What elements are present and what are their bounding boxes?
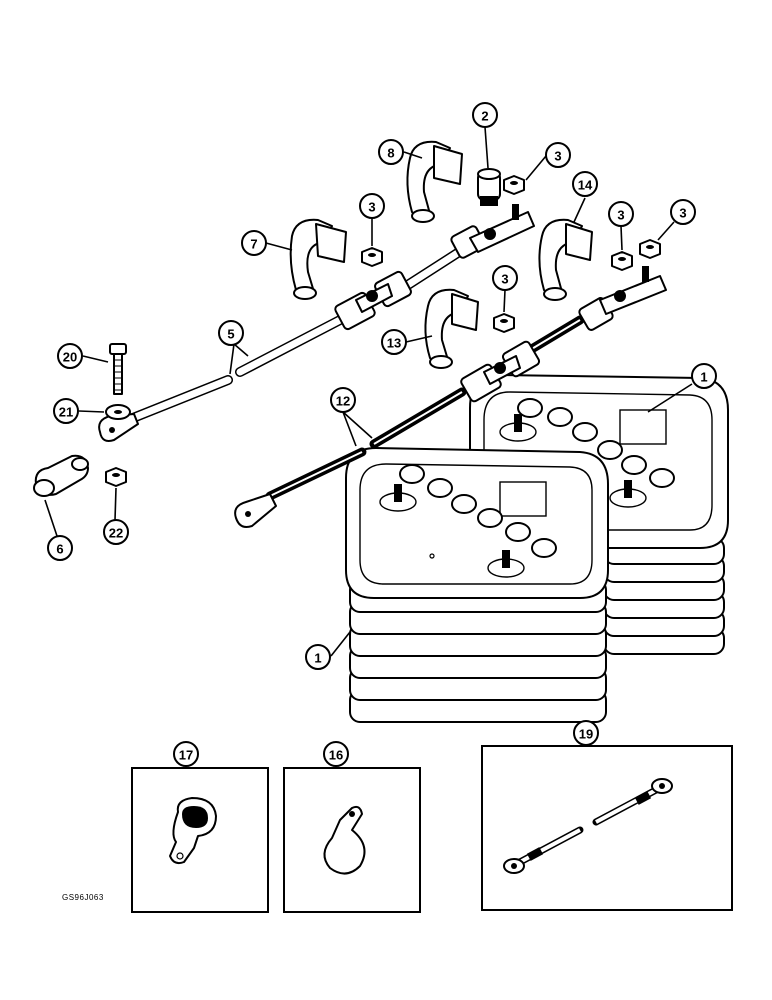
terminal-cap-6 [33, 454, 89, 497]
callout-3c: 3 [608, 201, 634, 227]
cable-12 [234, 266, 667, 528]
nut-22 [105, 467, 127, 487]
callout-12: 12 [330, 387, 356, 413]
callout-20: 20 [57, 343, 83, 369]
document-code: GS96J063 [62, 893, 104, 902]
callout-1-front: 1 [305, 644, 331, 670]
callout-label: 14 [578, 178, 593, 193]
callout-14: 14 [572, 171, 598, 197]
inset-19 [481, 745, 733, 911]
callout-3e: 3 [492, 265, 518, 291]
terminal-boot-2 [477, 168, 501, 206]
terminal-cover-8 [406, 140, 463, 223]
callout-6: 6 [47, 535, 73, 561]
terminal-cover-14 [538, 218, 593, 301]
bolt-20 [109, 343, 127, 395]
callout-19: 19 [573, 720, 599, 746]
callout-label: 12 [336, 394, 350, 409]
nut-3e [493, 313, 515, 333]
callout-label: 8 [387, 146, 394, 161]
cable-5 [98, 204, 535, 442]
callout-22: 22 [103, 519, 129, 545]
callout-label: 6 [56, 542, 63, 557]
nut-3b [503, 175, 525, 195]
callout-label: 16 [329, 748, 343, 763]
callout-label: 3 [679, 206, 686, 221]
callout-label: 2 [481, 109, 488, 124]
callout-13: 13 [381, 329, 407, 355]
callout-3a: 3 [359, 193, 385, 219]
inset-16 [283, 767, 421, 913]
callout-label: 21 [59, 405, 73, 420]
terminal-cover-7 [289, 218, 347, 300]
callout-label: 17 [179, 748, 193, 763]
callout-label: 1 [700, 370, 707, 385]
callout-label: 22 [109, 526, 123, 541]
callout-label: 1 [314, 651, 321, 666]
callout-3d: 3 [670, 199, 696, 225]
callout-label: 3 [554, 149, 561, 164]
terminal-cover-13 [424, 288, 479, 369]
inset-17 [131, 767, 269, 913]
nut-3a [361, 247, 383, 267]
callout-1-rear: 1 [691, 363, 717, 389]
callout-3b: 3 [545, 142, 571, 168]
washer-21 [105, 404, 131, 420]
callout-label: 5 [227, 327, 234, 342]
callout-label: 19 [579, 727, 593, 742]
callout-2: 2 [472, 102, 498, 128]
nut-3c [611, 251, 633, 271]
callout-21: 21 [53, 398, 79, 424]
battery-front [345, 447, 609, 723]
callout-17: 17 [173, 741, 199, 767]
callout-5: 5 [218, 320, 244, 346]
callout-label: 3 [368, 200, 375, 215]
callout-8: 8 [378, 139, 404, 165]
nut-3d [639, 239, 661, 259]
callout-7: 7 [241, 230, 267, 256]
callout-label: 13 [387, 336, 401, 351]
leader-lines [44, 126, 693, 769]
callout-label: 3 [617, 208, 624, 223]
callout-label: 7 [250, 237, 257, 252]
callout-label: 20 [63, 350, 77, 365]
callout-16: 16 [323, 741, 349, 767]
callout-label: 3 [501, 272, 508, 287]
